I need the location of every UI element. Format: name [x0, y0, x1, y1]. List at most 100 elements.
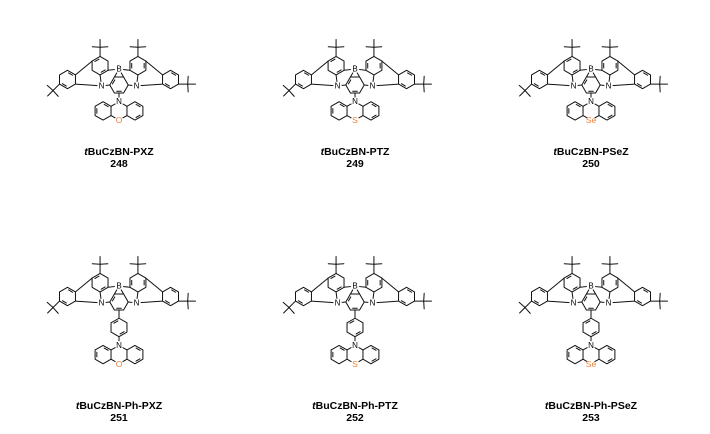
nitrogen-label: N [606, 298, 612, 307]
double-bond [533, 300, 539, 304]
pyrrole-bond [617, 60, 636, 76]
double-bond [607, 358, 613, 362]
boron-label: B [588, 65, 593, 74]
double-bond [113, 320, 119, 324]
tbu-methyl [524, 90, 531, 97]
pyrrole-bond [546, 60, 565, 76]
compound-name: tBuCzBN-PXZ [1, 146, 237, 158]
compound-name: tBuCzBN-PSeZ [473, 146, 709, 158]
tbu-methyl [283, 307, 290, 314]
nitrogen-label-mask [586, 341, 596, 350]
boron-label: B [352, 65, 357, 74]
heteroatom-label-mask [350, 359, 360, 368]
double-bond [171, 289, 177, 293]
boron-label-mask [114, 281, 124, 291]
double-bond [304, 72, 310, 76]
double-bond [135, 103, 141, 108]
pyrrole-bond [74, 300, 103, 304]
boron-label: B [588, 282, 593, 291]
tbu-methyl [524, 307, 531, 314]
double-bond [583, 79, 588, 85]
heteroatom-label-mask [114, 115, 124, 125]
nitrogen-label-mask [333, 298, 342, 308]
central-benzene-ring [581, 293, 601, 311]
double-bond [636, 300, 642, 304]
nitrogen-label-mask [586, 97, 596, 106]
double-bond [135, 114, 141, 118]
tbu-methyl [282, 301, 290, 309]
compound-number: 250 [582, 158, 600, 170]
name-prefix: t [75, 400, 80, 412]
tbu-methyl [282, 84, 290, 92]
nitrogen-label-mask [97, 81, 106, 91]
pyrrole-bond [74, 83, 103, 87]
double-bond [100, 286, 106, 290]
central-benzene-ring [109, 76, 129, 94]
right-inner-ring [365, 272, 383, 293]
pz-right-ring [126, 101, 144, 121]
pyrrole-bond [145, 277, 164, 293]
pyrrole-bond [546, 83, 575, 87]
nitrogen-label-mask [604, 298, 613, 308]
compound-number: 251 [110, 412, 128, 424]
boron-label-mask [586, 281, 596, 291]
left-outer-ring [59, 286, 76, 307]
nitrogen-label-mask [350, 341, 360, 350]
name-rest: BuCzBN-Ph-PTZ [315, 400, 398, 412]
nitrogen-label-mask [569, 298, 578, 308]
double-bond [572, 286, 578, 290]
left-inner-ring [563, 55, 581, 76]
pyrrole-bond [607, 83, 636, 87]
compound-name: tBuCzBN-Ph-PSeZ [473, 400, 709, 412]
double-bond [636, 83, 642, 87]
tbu-methyl [519, 90, 526, 97]
double-bond [566, 275, 572, 279]
pyrrole-bond [310, 60, 329, 76]
double-bond [164, 83, 170, 87]
pz-left-ring [566, 101, 584, 121]
double-bond [164, 300, 170, 304]
tbu-bond [524, 300, 533, 309]
double-bond [643, 72, 649, 76]
tbu-bond [524, 83, 533, 92]
compound-name: tBuCzBN-Ph-PTZ [237, 400, 473, 412]
tbu-methyl [288, 90, 295, 97]
phenylene-ring [110, 317, 128, 338]
double-bond [349, 320, 355, 324]
double-bond [336, 286, 342, 290]
nitrogen-label-mask [132, 298, 141, 308]
central-benzene-ring [345, 76, 365, 94]
nitrogen-label-mask [97, 298, 106, 308]
right-outer-ring [398, 286, 415, 307]
nitrogen-label-mask [604, 81, 613, 91]
double-bond [111, 79, 116, 85]
tbu-methyl [518, 301, 526, 309]
right-outer-ring [634, 69, 651, 90]
double-bond [607, 347, 613, 351]
compound-number: 248 [110, 158, 128, 170]
nitrogen-label: N [352, 341, 358, 350]
left-outer-ring [531, 69, 548, 90]
central-benzene-ring [581, 76, 601, 94]
heteroatom-label: S [352, 359, 358, 369]
double-bond [400, 83, 406, 87]
right-inner-ring [601, 272, 619, 293]
heteroatom-label-mask [586, 115, 596, 125]
boron-label-mask [586, 64, 596, 74]
pyrrole-bond [371, 83, 400, 87]
heteroatom-label: O [116, 115, 123, 125]
tbu-methyl [46, 84, 54, 92]
nitrogen-label-mask [368, 298, 377, 308]
nitrogen-label: N [335, 81, 341, 90]
double-bond [119, 331, 125, 335]
right-outer-ring [162, 69, 179, 90]
